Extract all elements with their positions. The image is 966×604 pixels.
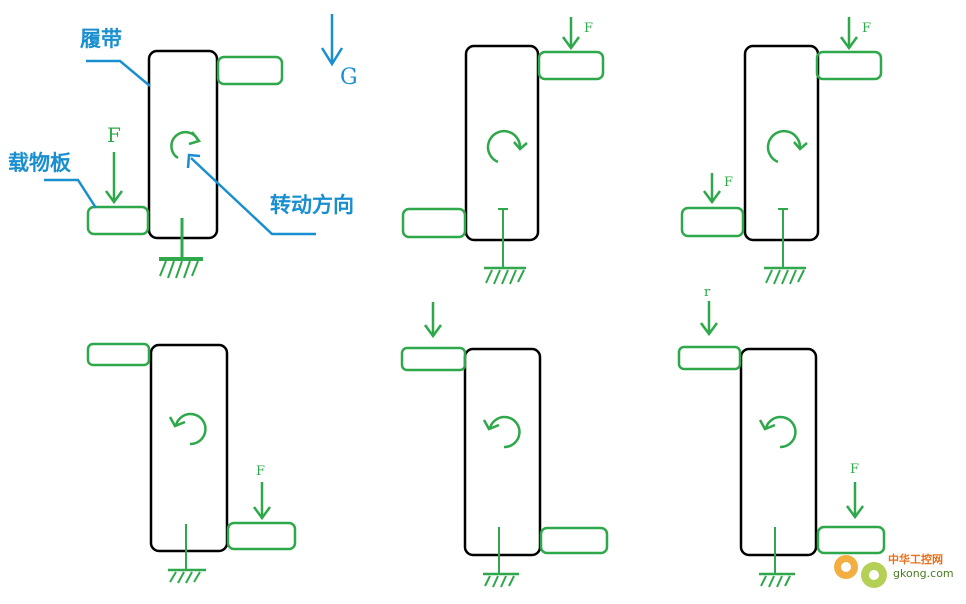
panel-1: F 履带 载物板 转动方向 G: [8, 14, 358, 279]
force-arrowhead: [423, 324, 443, 339]
rotation-arrow: [486, 129, 522, 164]
ground-hatch: [169, 571, 201, 584]
carrier-plate-top: [537, 50, 605, 81]
rotation-leader-arrowhead: [186, 153, 201, 169]
ground-hatch: [484, 575, 515, 588]
carrier-plate-bottom: [816, 525, 886, 555]
track-belt: [149, 343, 229, 553]
ground-hatch: [485, 269, 525, 285]
rotation-direction-label: 转动方向: [270, 193, 354, 217]
rotation-arrowhead: [513, 141, 528, 151]
rotation-arrowhead: [758, 419, 776, 431]
ground-hatch: [159, 260, 199, 279]
force-label-top: r: [704, 285, 711, 300]
carrier-plate-bottom: [539, 526, 609, 555]
carrier-plate-top: [400, 346, 467, 372]
ground-hatch: [760, 575, 791, 588]
carrier-plate-bottom: [680, 206, 745, 238]
track-belt: [147, 49, 219, 240]
force-arrowhead: [104, 190, 124, 205]
rotation-arrow: [174, 412, 207, 446]
watermark-name: 中华工控网: [888, 552, 943, 566]
panel-5: [400, 302, 609, 588]
watermark-url: gkong.com: [893, 567, 954, 580]
track-belt: [739, 347, 818, 557]
force-arrowhead-top: [839, 36, 859, 51]
track-label: 履带: [80, 27, 122, 51]
rotation-arrowhead: [793, 141, 808, 151]
force-label-bottom: F: [850, 462, 859, 477]
force-arrowhead: [561, 36, 581, 51]
gravity-arrowhead: [320, 47, 344, 67]
track-belt: [743, 44, 820, 242]
carrier-plate-top: [216, 55, 284, 86]
carrier-plate-bottom: [401, 207, 467, 239]
rotation-arrowhead: [188, 131, 202, 146]
force-arrowhead-bottom: [845, 505, 865, 520]
rotation-arrow: [488, 415, 521, 449]
panel-3: F F: [680, 17, 883, 285]
panel-4: F: [86, 342, 297, 584]
force-label: F: [107, 123, 121, 147]
ground-hatch: [765, 269, 805, 285]
rotation-arrow: [766, 129, 802, 164]
carrier-plate-top: [86, 342, 151, 367]
carrier-plate-label: 载物板: [8, 151, 72, 175]
watermark-logo: 中华工控网 gkong.com: [834, 552, 954, 588]
rotation-arrowhead: [482, 419, 500, 431]
carrier-plate-top: [815, 50, 883, 81]
force-label-top: F: [862, 21, 871, 36]
force-arrowhead: [252, 506, 272, 521]
panel-6: r F: [677, 285, 886, 588]
carrier-plate-bottom: [226, 521, 297, 551]
force-label: F: [584, 21, 593, 36]
gravity-label: G: [340, 65, 358, 90]
track-leader-line: [86, 59, 151, 87]
rotation-arrow: [764, 415, 797, 449]
carrier-plate-leader-line: [44, 178, 98, 209]
force-arrowhead-bottom: [702, 190, 722, 205]
force-label-bottom: F: [724, 175, 733, 190]
carrier-plate-bottom: [86, 205, 150, 236]
rotation-leader-line: [190, 157, 316, 236]
gear-icon: [834, 555, 887, 588]
force-arrowhead-top: [699, 322, 719, 337]
rotation-arrowhead: [168, 416, 186, 428]
panel-2: F: [401, 17, 605, 285]
carrier-plate-top: [677, 345, 742, 371]
force-label: F: [256, 464, 265, 479]
track-belt: [463, 347, 542, 557]
